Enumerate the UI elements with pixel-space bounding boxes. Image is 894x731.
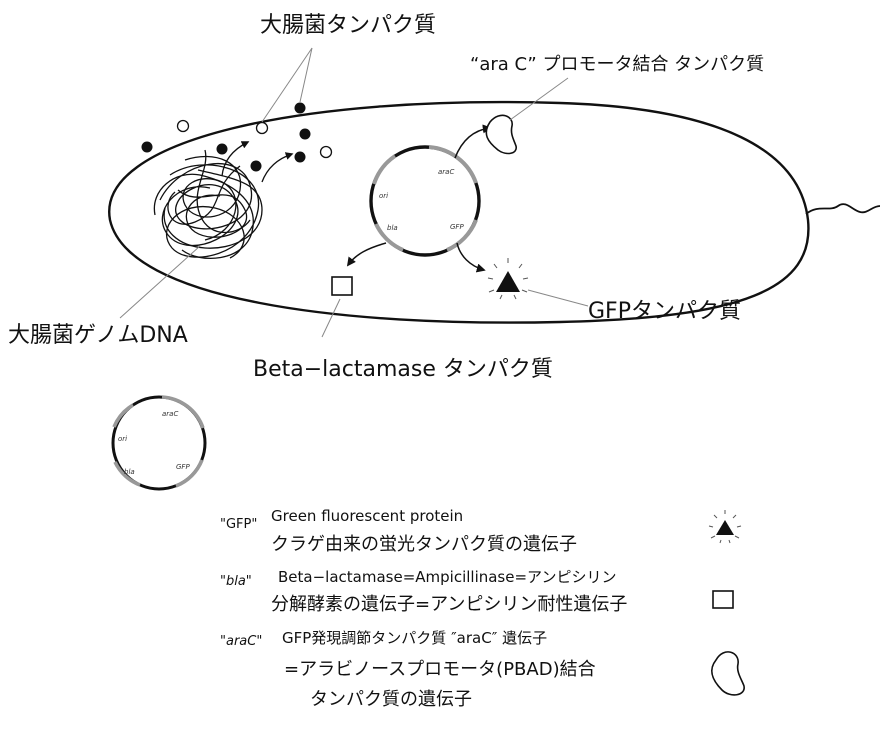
legend-bla-icon: [712, 590, 734, 609]
plasmid-ori-label: ori: [379, 192, 388, 200]
legend-plasmid-arac-label: araC: [162, 410, 178, 418]
ecoli-protein-label: 大腸菌タンパク質: [260, 13, 436, 38]
gfp-protein-icon: [487, 258, 529, 300]
ecoli-protein-dot: [216, 143, 228, 155]
gfp-protein-pointer: [527, 289, 589, 307]
legend-arac-line2: =アラビノースプロモータ(PBAD)結合: [284, 659, 596, 680]
legend-arac-line1: GFP発現調節タンパク質 ″araC″ 遺伝子: [282, 629, 547, 647]
arac-protein-icon: [485, 114, 517, 155]
beta-lactamase-icon: [331, 276, 353, 296]
gfp-expression-arrow: [456, 242, 486, 273]
legend-bla-line2: 分解酵素の遺伝子=アンピシリン耐性遺伝子: [271, 594, 627, 615]
legend-arac-key: "araC": [220, 634, 262, 649]
flagellum: [805, 203, 881, 215]
arac-protein-pointer: [509, 77, 569, 121]
legend-gfp-icon: [708, 510, 742, 544]
legend-plasmid-ori-label: ori: [118, 435, 127, 443]
plasmid-gfp-label: GFP: [450, 223, 464, 231]
ecoli-cell-outline: [108, 100, 810, 324]
legend-plasmid-bla-label: bla: [124, 468, 135, 476]
ecoli-protein-dot: [176, 119, 190, 133]
legend-arac-line3: タンパク質の遺伝子: [310, 689, 472, 710]
beta-lactamase-pointer: [321, 298, 341, 338]
bla-expression-arrow: [346, 242, 387, 267]
ecoli-protein-pointer: [299, 47, 313, 103]
genome-dna-pointer: [119, 245, 201, 319]
gfp-protein-label: GFPタンパク質: [588, 299, 741, 324]
legend-plasmid: ori araC bla GFP: [111, 395, 207, 491]
legend-bla-line1: Beta−lactamase=Ampicillinase=アンピシリン: [278, 568, 616, 586]
main-plasmid: ori araC bla GFP: [369, 145, 481, 257]
genome-dna-label: 大腸菌ゲノムDNA: [8, 323, 188, 348]
legend-bla-key: "bla": [220, 574, 252, 589]
legend-arac-icon: [710, 651, 745, 696]
genome-to-protein-arrow: [261, 152, 294, 183]
legend-gfp-key: "GFP": [220, 517, 257, 532]
genome-dna-tangle: [153, 149, 263, 260]
ecoli-protein-dot: [299, 128, 311, 140]
ecoli-protein-dot: [255, 121, 269, 135]
legend-gfp-line2: クラゲ由来の蛍光タンパク質の遺伝子: [271, 534, 577, 555]
beta-lactamase-label: Beta−lactamase タンパク質: [253, 357, 553, 382]
legend-plasmid-gfp-label: GFP: [176, 463, 190, 471]
legend-gfp-line1: Green fluorescent protein: [271, 507, 463, 525]
plasmid-arac-label: araC: [438, 168, 454, 176]
arac-binding-protein-label: “ara C” プロモータ結合 タンパク質: [470, 54, 764, 75]
ecoli-protein-dot: [294, 151, 306, 163]
arac-expression-arrow: [454, 124, 492, 159]
ecoli-protein-dot: [294, 102, 306, 114]
plasmid-bla-label: bla: [387, 224, 398, 232]
ecoli-protein-dot: [141, 141, 153, 153]
ecoli-protein-dot: [250, 160, 262, 172]
genome-to-protein-arrow: [221, 141, 250, 177]
ecoli-protein-pointer: [261, 47, 313, 123]
ecoli-protein-dot: [319, 145, 333, 159]
